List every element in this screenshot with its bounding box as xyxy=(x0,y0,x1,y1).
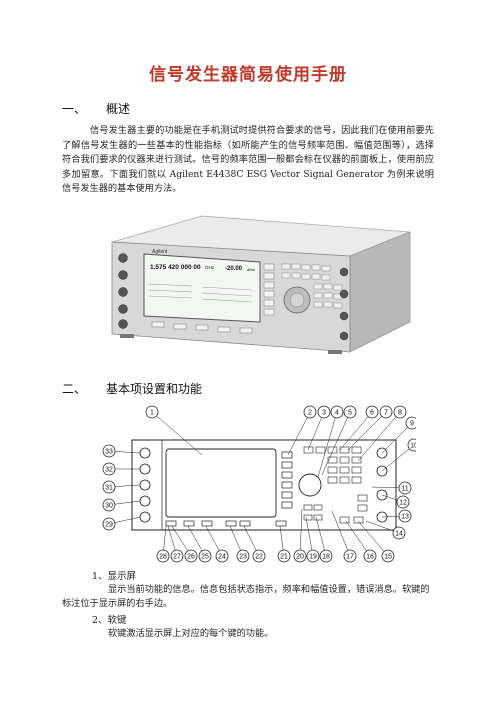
callout-number: 16 xyxy=(366,554,374,561)
callout-number: 15 xyxy=(384,554,392,561)
callout-number: 7 xyxy=(384,410,388,417)
overview-paragraph: 信号发生器主要的功能是在手机测试时提供符合要求的信号，因此我们在使用前要先了解信… xyxy=(62,125,434,194)
callout-circle xyxy=(145,405,159,419)
callout-circle xyxy=(363,549,377,563)
item-1-title: 1、显示屏 xyxy=(92,571,137,582)
callout-number: 13 xyxy=(401,514,409,521)
callout-circle xyxy=(319,549,333,563)
callout-circle xyxy=(365,405,379,419)
callout-circle xyxy=(198,549,212,563)
callout-circle xyxy=(379,405,393,419)
callout-circle xyxy=(317,405,331,419)
callout-number: 23 xyxy=(239,554,247,561)
frequency-readout: 1.575 420 000 00 xyxy=(150,264,201,271)
amplitude-unit: dBm xyxy=(247,267,256,272)
callout-circle xyxy=(252,549,266,563)
callout-circle xyxy=(215,549,229,563)
callout-circle xyxy=(343,549,357,563)
callout-number: 11 xyxy=(401,486,408,493)
section-title: 基本项设置和功能 xyxy=(106,382,203,396)
callout-number: 27 xyxy=(173,554,181,561)
photo-brand: Agilent xyxy=(152,249,168,255)
item-1-body: 显示当前功能的信息。信息包括状态指示，频率和幅值设置，错误消息。软键的标注位于显… xyxy=(62,584,430,609)
callout-number: 5 xyxy=(348,410,352,417)
callout-number: 19 xyxy=(309,554,317,561)
callout-number: 3 xyxy=(322,410,326,417)
callout-number: 26 xyxy=(187,554,195,561)
item-2-body: 软键激活显示屏上对应的每个键的功能。 xyxy=(108,628,274,639)
section-number: 一、 xyxy=(62,102,87,116)
callout-number: 32 xyxy=(105,467,113,474)
callout-number: 4 xyxy=(335,410,339,417)
callout-number: 28 xyxy=(159,554,167,561)
callout-circle xyxy=(393,405,407,419)
callout-circle xyxy=(170,549,184,563)
callout-number: 30 xyxy=(105,503,113,510)
callout-number: 14 xyxy=(395,531,403,538)
callout-number: 9 xyxy=(410,421,414,428)
callout-number: 25 xyxy=(201,554,209,561)
callout-circle xyxy=(392,526,406,540)
callout-number: 20 xyxy=(296,554,304,561)
callout-number: 8 xyxy=(398,410,402,417)
signal-generator-photo: Agilent 1.575 420 000 00 GHz -20.00 dBm xyxy=(111,215,411,354)
callout-circle xyxy=(184,549,198,563)
callout-number: 12 xyxy=(399,500,407,507)
callout-circle xyxy=(330,405,344,419)
callout-circle xyxy=(102,444,116,458)
callout-circle xyxy=(156,549,170,563)
callout-circle xyxy=(396,495,410,509)
section-heading-overview: 一、 概述 xyxy=(62,100,130,117)
callout-number: 6 xyxy=(370,410,374,417)
callout-circle xyxy=(381,549,395,563)
callout-circle xyxy=(407,438,416,452)
callout-circle xyxy=(277,549,291,563)
page-title: 信号发生器简易使用手册 xyxy=(149,65,347,85)
callout-circle xyxy=(102,498,116,512)
section-title: 概述 xyxy=(106,102,131,116)
callout-number: 10 xyxy=(410,443,416,450)
callout-circle xyxy=(398,481,412,495)
callout-number: 1 xyxy=(150,410,154,417)
callout-number: 22 xyxy=(255,554,263,561)
callout-number: 2 xyxy=(308,410,312,417)
callout-number: 33 xyxy=(105,449,113,456)
frequency-unit: GHz xyxy=(205,265,215,270)
callout-number: 18 xyxy=(322,554,330,561)
callout-number: 17 xyxy=(346,554,354,561)
callout-number: 29 xyxy=(105,522,113,529)
callout-number: 31 xyxy=(105,485,113,492)
callout-circle xyxy=(405,416,416,430)
callout-circle xyxy=(398,509,412,523)
callout-number: 24 xyxy=(218,554,226,561)
callout-circle xyxy=(102,480,116,494)
section-heading-basic-settings: 二、 基本项设置和功能 xyxy=(62,380,202,397)
callout-circle xyxy=(306,549,320,563)
callout-circle xyxy=(343,405,357,419)
callout-circle xyxy=(102,517,116,531)
item-2-title: 2、软键 xyxy=(92,615,127,626)
amplitude-readout: -20.00 xyxy=(225,266,243,272)
callout-circle xyxy=(236,549,250,563)
callout-circle xyxy=(102,462,116,476)
callout-circle xyxy=(303,405,317,419)
callout-circle xyxy=(293,549,307,563)
section-number: 二、 xyxy=(62,382,87,396)
callout-number: 21 xyxy=(280,554,288,561)
